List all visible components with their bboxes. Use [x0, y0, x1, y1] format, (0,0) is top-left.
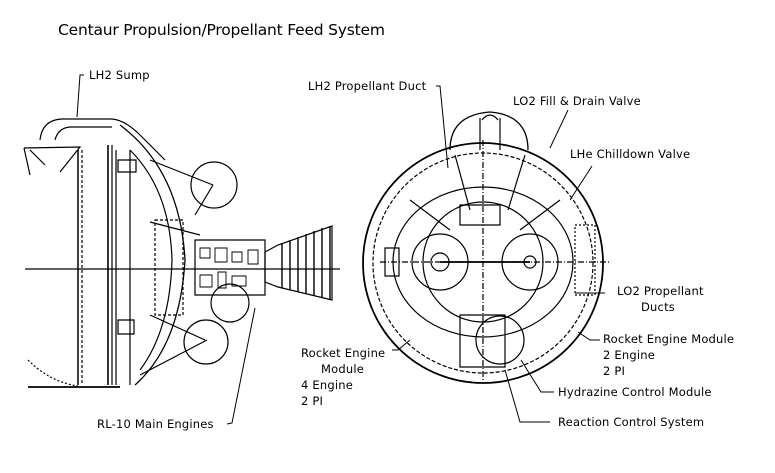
helium-sphere [184, 320, 228, 364]
leader-rem-right [578, 332, 600, 340]
label-rl10-main-engines: RL-10 Main Engines [97, 417, 214, 431]
leader-rem-left [392, 340, 410, 350]
leader-lhe-chilldown [570, 166, 592, 200]
label-rocket-engine-module-right: Rocket Engine Module 2 Engine 2 PI [603, 331, 734, 379]
label-lo2-fill-drain-valve: LO2 Fill & Drain Valve [513, 94, 641, 108]
label-lhe-chilldown-valve: LHe Chilldown Valve [570, 147, 691, 161]
leader-lh2-sump [77, 75, 84, 117]
label-rocket-engine-module-left: Rocket Engine Module 4 Engine 2 PI [301, 345, 385, 409]
aft-end-view-drawing [363, 112, 610, 383]
label-lh2-sump: LH2 Sump [89, 68, 150, 82]
label-line: Rocket Engine Module [603, 332, 735, 346]
side-view-drawing [24, 119, 340, 387]
leader-lines [77, 75, 605, 424]
helium-sphere [191, 162, 237, 208]
label-lh2-propellant-duct: LH2 Propellant Duct [308, 79, 427, 93]
label-line: 2 PI [301, 394, 324, 408]
label-line: LO2 Propellant [617, 284, 704, 298]
label-reaction-control-system: Reaction Control System [558, 415, 705, 429]
label-line: 2 PI [603, 364, 626, 378]
label-lo2-propellant-ducts: LO2 Propellant Ducts [617, 283, 704, 315]
leader-hydrazine [521, 360, 554, 392]
aft-bulkhead [120, 125, 185, 385]
leader-rl10 [227, 308, 255, 424]
label-line: 4 Engine [301, 378, 353, 392]
helium-sphere [211, 284, 249, 322]
leader-rcs [505, 370, 550, 422]
label-line: 2 Engine [603, 348, 655, 362]
leader-lh2-duct [436, 86, 448, 168]
label-line: Module [321, 362, 365, 376]
label-hydrazine-control-module: Hydrazine Control Module [558, 385, 712, 399]
label-line: Rocket Engine [301, 346, 386, 360]
diagram-title: Centaur Propulsion/Propellant Feed Syste… [58, 21, 385, 39]
hydrazine-bottle [460, 315, 505, 367]
top-sump-dome [450, 112, 528, 150]
rl10-nozzle [265, 226, 332, 300]
lh2-sump-pipe [40, 119, 165, 160]
label-line: Ducts [641, 300, 675, 314]
leader-lo2-fill [550, 110, 568, 148]
